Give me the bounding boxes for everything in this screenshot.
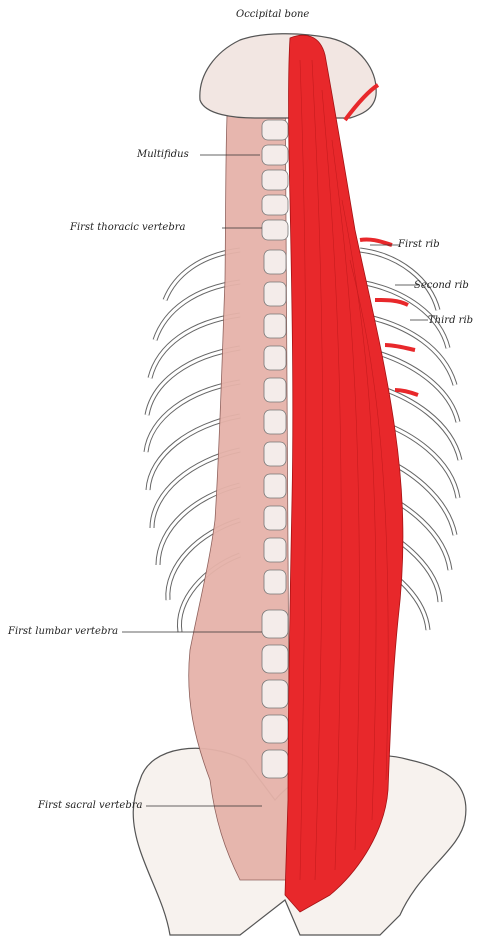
leader-lines xyxy=(122,154,428,807)
occipital-bone-shape xyxy=(199,33,377,119)
label-first-sacral-vertebra: First sacral vertebra xyxy=(38,800,143,811)
label-first-thoracic-vertebra: First thoracic vertebra xyxy=(70,222,186,233)
label-occipital-bone: Occipital bone xyxy=(236,9,310,20)
spine xyxy=(261,119,289,779)
label-first-rib: First rib xyxy=(398,239,440,250)
label-third-rib: Third rib xyxy=(428,315,474,326)
erector-spinae-fibers xyxy=(299,59,389,881)
iliocostalis-slips xyxy=(343,83,419,397)
label-first-lumbar-vertebra: First lumbar vertebra xyxy=(8,626,119,637)
label-multifidus: Multifidus xyxy=(137,149,189,160)
label-second-rib: Second rib xyxy=(414,280,469,291)
erector-spinae-muscle xyxy=(284,34,404,913)
